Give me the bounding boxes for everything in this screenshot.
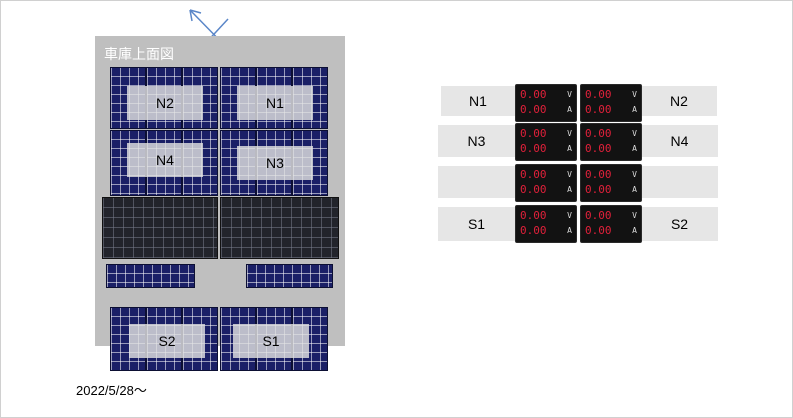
meter-label-right: N2 [641,86,717,116]
solar-panel-wide [102,197,218,259]
meter-label-right [641,166,718,198]
garage-label-n1: N1 [237,86,313,120]
meter-label-left: N3 [438,125,515,157]
solar-panel [292,307,328,371]
garage-label-n4: N4 [127,143,203,177]
garage-label-s2: S2 [129,324,205,358]
meter-label-left: N1 [441,86,515,116]
garage-label-n2: N2 [127,86,203,120]
garage-title: 車庫上面図 [104,46,174,62]
solar-panel-thin [106,264,195,288]
meter-label-right: S2 [641,207,718,241]
solar-panel [110,307,146,371]
solar-panel-thin [246,264,333,288]
garage-label-s1: S1 [233,324,309,358]
start-date-text: 2022/5/28～ [76,383,147,398]
meter-label-left [438,166,515,198]
garage-label-n3: N3 [237,146,313,180]
meter-label-right: N4 [641,125,718,157]
meter-label-left: S1 [438,207,515,241]
solar-panel-wide [220,197,339,259]
